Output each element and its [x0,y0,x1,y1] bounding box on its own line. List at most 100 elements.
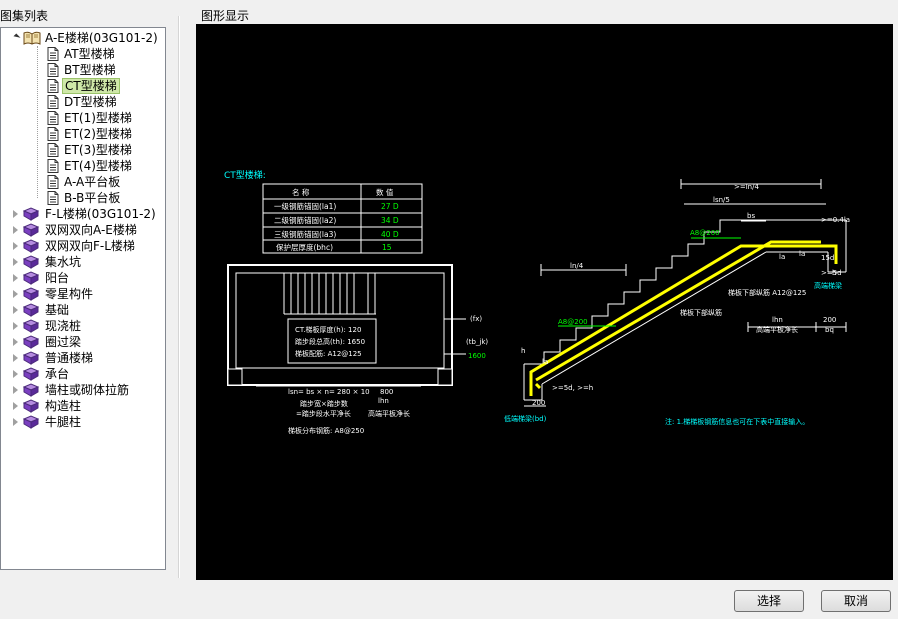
open-book-icon [23,31,41,49]
book-icon [22,223,40,241]
tree-item-label: BT型楼梯 [64,63,116,77]
book-icon [22,255,40,273]
tree-item-label: DT型楼梯 [64,95,117,109]
tree-item[interactable]: ET(4)型楼梯 [1,158,165,174]
tree-item-label: 现浇桩 [45,319,82,333]
tree-item[interactable]: CT型楼梯 [1,78,165,94]
tree-item-label: 双网双向A-E楼梯 [45,223,137,237]
expand-arrow-icon[interactable] [13,258,18,266]
expand-arrow-icon[interactable] [13,370,18,378]
expand-arrow-icon[interactable] [13,306,18,314]
drawing-title: CT型楼梯: [224,169,266,181]
tree-item-label: ET(3)型楼梯 [64,143,132,157]
tree-item-label: ET(4)型楼梯 [64,159,132,173]
sec-lower-bar: 梯板下部纵筋 A12@125 [728,288,806,297]
collapse-arrow-icon[interactable] [13,33,21,41]
sec-h-left: h [521,347,525,355]
tree-item[interactable]: 现浇桩 [1,318,165,334]
sec-high-beam: 高端梯梁 [814,281,842,290]
expand-arrow-icon[interactable] [13,418,18,426]
plan-dim-line: lsn= bs × n= 280 × 10 [288,388,370,396]
tree-item[interactable]: BT型楼梯 [1,62,165,78]
tree-item[interactable]: ET(2)型楼梯 [1,126,165,142]
tree-item[interactable]: 集水坑 [1,254,165,270]
tree-item[interactable]: 双网双向F-L楼梯 [1,238,165,254]
sec-a8-top: A8@200 [690,229,720,237]
expand-arrow-icon[interactable] [13,274,18,282]
tree-item[interactable]: F-L楼梯(03G101-2) [1,206,165,222]
book-icon [22,367,40,385]
tree-item[interactable]: 承台 [1,366,165,382]
plan-high-len: 高端平板净长 [368,409,410,418]
book-icon [22,207,40,225]
book-icon [22,399,40,417]
tree-item[interactable]: 双网双向A-E楼梯 [1,222,165,238]
tree-item-label: 阳台 [45,271,70,285]
cancel-button[interactable]: 取消 [821,590,891,612]
tree-item[interactable]: AT型楼梯 [1,46,165,62]
tree-item[interactable]: B-B平台板 [1,190,165,206]
sec-lsn5: lsn/5 [713,196,730,204]
tree-item[interactable]: ET(3)型楼梯 [1,142,165,158]
select-button[interactable]: 选择 [734,590,804,612]
sec-d5d-bot: >=5d, >=h [552,384,593,392]
sec-la2: la [799,250,805,258]
plan-dist: 梯板分布钢筋: A8@250 [288,426,364,435]
tree-item-label: CT型楼梯 [62,78,120,94]
tree-item[interactable]: 零星构件 [1,286,165,302]
book-icon [22,351,40,369]
tree-item[interactable]: 牛腿柱 [1,414,165,430]
tree-item[interactable]: 墙柱或砌体拉筋 [1,382,165,398]
sec-la-left: la [542,358,548,366]
tree-item[interactable]: 阳台 [1,270,165,286]
tree-item[interactable]: 圈过梁 [1,334,165,350]
anchor-table [262,183,423,254]
plan-step-len: =踏步段水平净长 [296,409,351,418]
tree-item[interactable]: 构造柱 [1,398,165,414]
expand-arrow-icon[interactable] [13,242,18,250]
tree-item[interactable]: 基础 [1,302,165,318]
table-row-name: 保护层厚度(bhc) [276,242,333,252]
sec-200b: 200 [532,399,545,407]
book-icon [22,415,40,433]
sec-lower-bar2: 梯板下部纵筋 [680,308,722,317]
expand-arrow-icon[interactable] [13,338,18,346]
sec-ln4-top: >=ln/4 [734,183,759,191]
page-icon [47,63,59,81]
tree-item-label: ET(1)型楼梯 [64,111,132,125]
stair-section [523,179,847,407]
panel-divider [178,16,179,578]
plan-rebar: 梯板配筋: A12@125 [295,349,362,358]
book-icon [22,239,40,257]
tree-item-label: 集水坑 [45,255,82,269]
expand-arrow-icon[interactable] [13,402,18,410]
sec-lhn: lhn [772,316,783,324]
table-head-value: 数 值 [376,187,394,197]
tree-item[interactable]: A-A平台板 [1,174,165,190]
tree-item-label: 普通楼梯 [45,351,94,365]
expand-arrow-icon[interactable] [13,210,18,218]
book-icon [22,271,40,289]
tree-item[interactable]: ET(1)型楼梯 [1,110,165,126]
expand-arrow-icon[interactable] [13,290,18,298]
table-row-value: 27 D [381,202,399,211]
table-row-name: 一级钢筋锚固(la1) [274,201,336,211]
stair-drawing: CT型楼梯: 名 称 数 值 一级钢筋锚固(la1) 二级钢筋锚固(la2) 三… [224,169,850,435]
plan-lhn: lhn [378,397,389,405]
expand-arrow-icon[interactable] [13,322,18,330]
tree-item[interactable]: A-E楼梯(03G101-2) [1,30,165,46]
sec-bq: bq [825,326,834,334]
tree-item-label: 承台 [45,367,70,381]
tree-item-label: F-L楼梯(03G101-2) [45,207,156,221]
drawing-canvas[interactable]: CT型楼梯: 名 称 数 值 一级钢筋锚固(la1) 二级钢筋锚固(la2) 三… [196,24,893,580]
tree-item-label: 基础 [45,303,70,317]
page-icon [47,175,59,193]
tree-item-label: B-B平台板 [64,191,121,205]
tree-item[interactable]: 普通楼梯 [1,350,165,366]
expand-arrow-icon[interactable] [13,386,18,394]
expand-arrow-icon[interactable] [13,226,18,234]
tree-item[interactable]: DT型楼梯 [1,94,165,110]
page-icon [47,143,59,161]
expand-arrow-icon[interactable] [13,354,18,362]
